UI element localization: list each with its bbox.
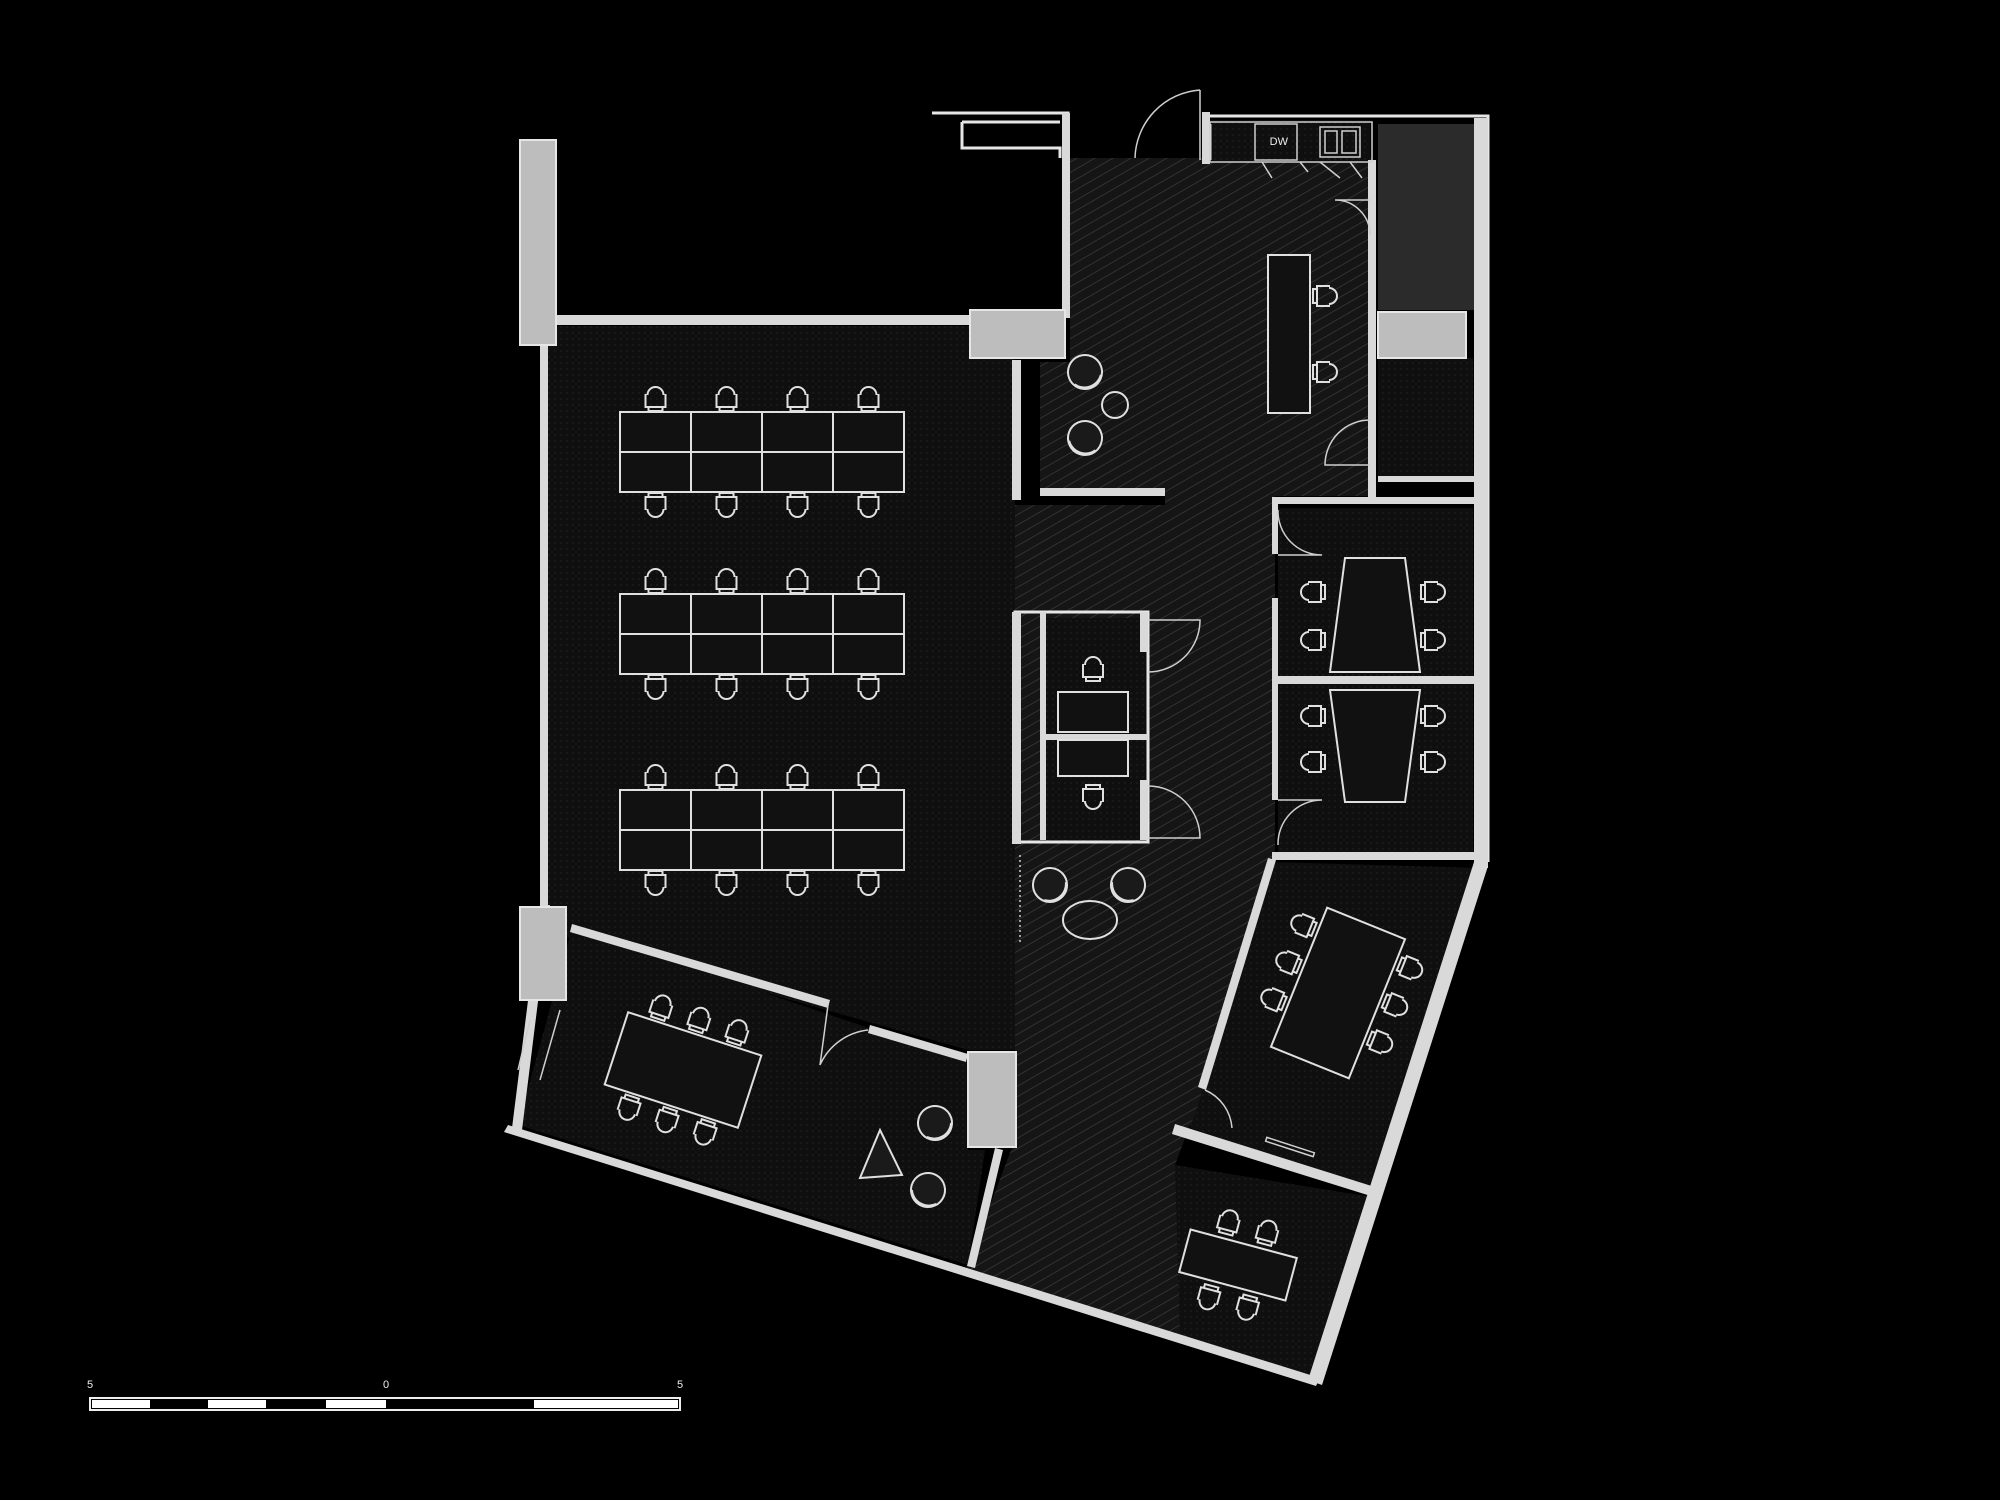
booth-desk <box>1057 739 1129 777</box>
dishwasher-label: DW <box>1270 136 1289 148</box>
workstation-desk <box>619 451 692 493</box>
workstation-desk <box>832 451 905 493</box>
workstation-desk <box>690 411 763 453</box>
scale-tick-zero: 0 <box>383 1379 389 1391</box>
meeting-table <box>1328 689 1422 803</box>
workstation-clusters <box>619 386 905 896</box>
workstation-desk <box>832 411 905 453</box>
structural-columns <box>519 139 1467 1148</box>
corridor-floor <box>965 158 1372 1378</box>
workstation-cluster <box>619 386 905 518</box>
booth-desk <box>1057 691 1129 733</box>
phone-booths <box>1057 656 1129 810</box>
workstation-desk <box>619 789 692 831</box>
column <box>519 906 567 1001</box>
workstation-desk <box>761 411 834 453</box>
dining-area <box>1177 1206 1299 1324</box>
workstation-cluster <box>619 764 905 896</box>
column <box>519 139 557 346</box>
meeting-table <box>603 1010 763 1130</box>
workstation-desk <box>619 633 692 675</box>
doors <box>819 89 1371 1129</box>
storage-room <box>1378 124 1478 310</box>
scale-tick-right: 5 <box>677 1379 683 1391</box>
workstation-desk <box>761 789 834 831</box>
workstation-desk <box>690 451 763 493</box>
workstation-desk <box>832 593 905 635</box>
lounge-top <box>1062 349 1129 461</box>
workstation-desk <box>690 593 763 635</box>
kitchen: DW <box>1209 121 1373 414</box>
workstation-desk <box>619 411 692 453</box>
workstation-desk <box>832 789 905 831</box>
meeting-table <box>1269 906 1407 1080</box>
column <box>969 309 1066 359</box>
bar-counter <box>1267 254 1311 414</box>
side-table <box>858 1127 904 1180</box>
workstation-desk <box>761 451 834 493</box>
workstation-desk <box>690 829 763 871</box>
sink-icon <box>1319 126 1361 158</box>
workstation-desk <box>690 633 763 675</box>
scale-bar: 5 0 5 <box>87 1379 683 1411</box>
lounge-mid <box>1019 855 1153 945</box>
workstation-desk <box>832 829 905 871</box>
column <box>1377 311 1467 359</box>
workstation-desk <box>761 633 834 675</box>
workstation-desk <box>619 829 692 871</box>
workstation-desk <box>690 789 763 831</box>
workstation-desk <box>832 633 905 675</box>
lower-left-meeting <box>517 991 960 1215</box>
small-room-right <box>1378 358 1473 478</box>
meeting-table <box>1328 557 1422 673</box>
walls <box>504 111 1490 1386</box>
workstation-desk <box>761 593 834 635</box>
workstation-cluster <box>619 568 905 700</box>
dining-table <box>1177 1228 1299 1302</box>
floor-areas <box>518 120 1480 1378</box>
dishwasher <box>1254 123 1298 161</box>
column <box>967 1051 1017 1148</box>
meeting-room-4-floor <box>518 928 985 1265</box>
workstation-desk <box>619 593 692 635</box>
meeting-room-furniture <box>1257 557 1446 1158</box>
scale-tick-left: 5 <box>87 1379 93 1391</box>
workstation-desk <box>761 829 834 871</box>
